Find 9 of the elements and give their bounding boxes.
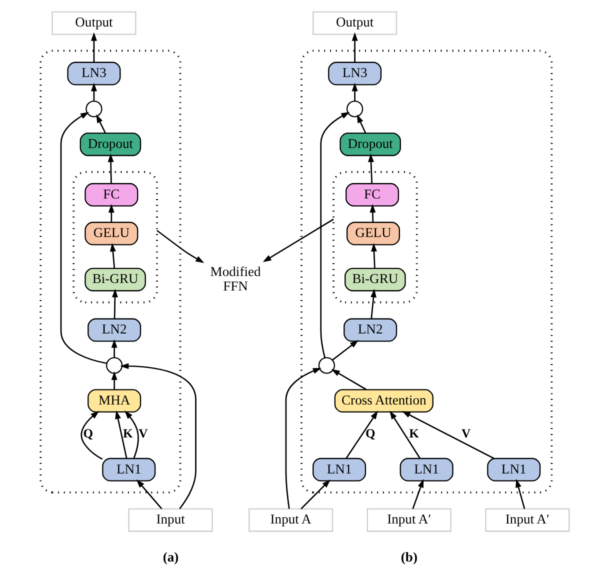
label: (a) [162, 549, 178, 564]
edge-label: Q [364, 426, 375, 441]
edge-label: Q [82, 426, 93, 441]
edge-label: K [408, 426, 418, 441]
node-text: Modified FFN [210, 264, 260, 294]
edge-label: V [138, 426, 148, 441]
label: (b) [400, 549, 417, 564]
edge-label: K [122, 426, 132, 441]
edge-label: V [460, 426, 470, 441]
